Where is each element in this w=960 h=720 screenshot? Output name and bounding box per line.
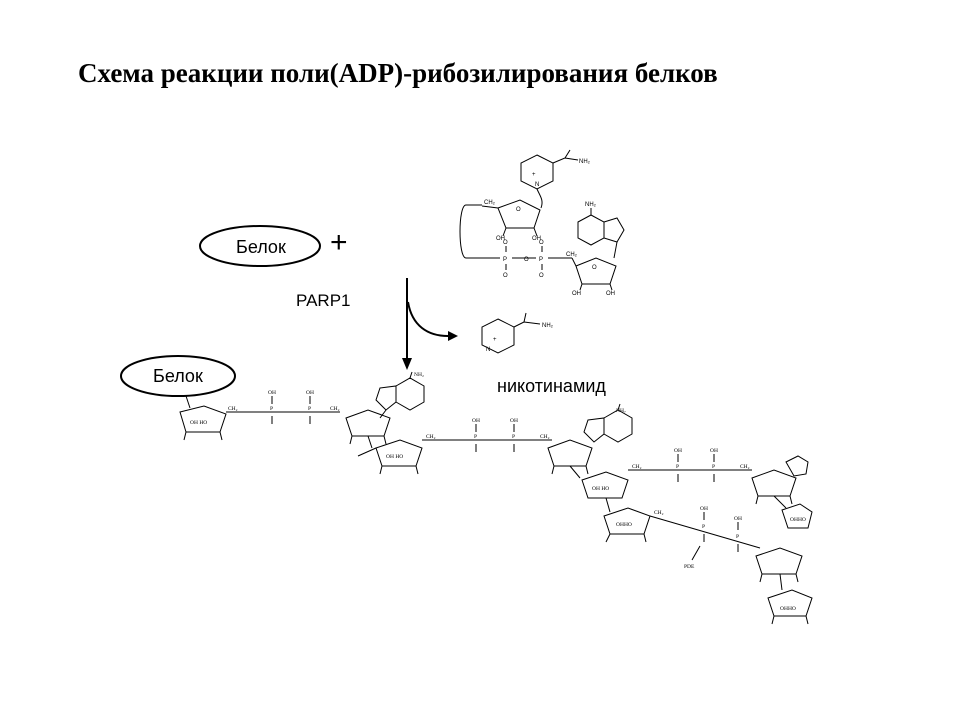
unit4-p-b: P <box>736 534 739 540</box>
unit1-ribose-a-ohho: OH HO <box>190 420 207 426</box>
unit1-p-b-oh: OH <box>306 390 314 396</box>
unit2-adenine-5ring <box>583 417 605 443</box>
nad-p2-o-bottom: O <box>539 273 544 279</box>
unit3-p-b: P <box>712 464 715 470</box>
nad-nh2-label: NH₂ <box>579 159 591 165</box>
protein-substrate: Белок <box>199 225 321 267</box>
unit5-ribose-b <box>767 589 813 617</box>
reaction-arrow: PARP1 <box>296 278 458 370</box>
protein-product-ellipse <box>120 355 236 397</box>
unit2-adenine-nh2: NH₇ <box>616 408 626 414</box>
slide-title: Схема реакции поли(ADP)-рибозилирования … <box>78 58 718 88</box>
unit3-ribose-c <box>781 503 813 529</box>
enzyme-label: PARP1 <box>296 291 351 310</box>
unit1-adenine-5ring <box>375 385 397 411</box>
nad-n-atom: N <box>535 182 539 188</box>
unit1-adenine-nh2: NH₂ <box>414 372 424 378</box>
nad-adenine-5ring <box>603 217 625 243</box>
unit1-ch2-b: CH₂ <box>330 406 340 412</box>
pde-label: PDE <box>684 564 695 570</box>
unit2-p-b: P <box>512 434 515 440</box>
nad-p-1: P <box>503 257 507 263</box>
unit3-ribose-b <box>751 469 797 497</box>
unit5-ribose-a <box>755 547 803 575</box>
nad-o-bridge: O <box>524 257 529 263</box>
unit1-adenine-6ring <box>395 377 425 411</box>
unit3-ribose-a <box>581 471 629 499</box>
unit1-p-a-oh: OH <box>268 390 276 396</box>
plus-sign: + <box>330 226 348 259</box>
nad-p-2: P <box>539 257 543 263</box>
unit1-ribose-a <box>179 405 227 433</box>
nad-ribose-2-o: O <box>592 265 597 271</box>
nad-ribose-2-oh-b: OH <box>606 291 615 297</box>
unit3-p-a: P <box>676 464 679 470</box>
unit3-adenine-5ring <box>785 455 809 477</box>
unit1-p-b: P <box>308 406 311 412</box>
unit3-p-a-oh: OH <box>674 448 682 454</box>
unit3-ribose-a-ohho: OH HO <box>592 486 609 492</box>
unit2-p-a: P <box>474 434 477 440</box>
unit2-ribose-a-ohho: OH HO <box>386 454 403 460</box>
unit1-p-a: P <box>270 406 273 412</box>
nad-ch2-2: CH₂ <box>566 252 578 258</box>
unit4-ribose-a-ohho: OHHO <box>616 522 632 528</box>
nad-p2-o-top: O <box>539 240 544 246</box>
unit3-ch2-a: CH₂ <box>632 464 642 470</box>
unit1-ch2-a: CH₂ <box>228 406 238 412</box>
protein-substrate-ellipse <box>199 225 321 267</box>
unit2-p-a-oh: OH <box>472 418 480 424</box>
nad-ribose-1-oh-b: OH <box>532 236 541 242</box>
unit5-ribose-b-ohho: OHHO <box>780 606 796 612</box>
unit4-p-a-oh: OH <box>700 506 708 512</box>
unit3-ribose-c-ohho: OHHO <box>790 517 806 523</box>
reaction-arrow-head <box>402 358 412 370</box>
par-chain: OH HO CH₂ P P CH₂ OH OH NH₂ OH HO CH₂ P … <box>179 371 813 625</box>
unit3-p-b-oh: OH <box>710 448 718 454</box>
nad-plus-sign: + <box>532 172 536 178</box>
unit2-ribose-b <box>547 439 593 467</box>
nad-ribose-1 <box>497 199 541 229</box>
unit2-p-b-oh: OH <box>510 418 518 424</box>
nad-p1-o-top: O <box>503 240 508 246</box>
nad-ribose-1-oh-a: OH <box>496 236 505 242</box>
unit4-ch2: CH₂ <box>654 510 664 516</box>
nad-molecule: + N NH₂ O OH OH CH₂ P O P O O O O CH₂ NH… <box>459 149 625 297</box>
nad-p1-o-bottom: O <box>503 273 508 279</box>
byproduct-curve-arrow <box>407 301 449 337</box>
unit2-ch2-a: CH₂ <box>426 434 436 440</box>
nicotinamide-label: никотинамид <box>497 376 606 396</box>
unit2-ribose-a <box>375 439 423 467</box>
unit1-ribose-b <box>345 409 391 437</box>
nad-adenine-6ring <box>577 214 605 246</box>
nicotinamide-molecule: + N NH₂ <box>481 312 554 354</box>
nad-ch2-1: CH₂ <box>484 200 496 206</box>
nad-ribose-1-o: O <box>516 207 521 213</box>
protein-product-label: Белок <box>153 366 203 386</box>
nad-ribose-2-oh-a: OH <box>572 291 581 297</box>
protein-substrate-label: Белок <box>236 237 286 257</box>
unit2-ch2-b: CH₂ <box>540 434 550 440</box>
unit4-p-a: P <box>702 524 705 530</box>
unit4-ribose-a <box>603 507 651 535</box>
unit4-p-b-oh: OH <box>734 516 742 522</box>
protein-product: Белок <box>120 355 236 409</box>
nicotinamide-plus: + <box>493 337 497 343</box>
nad-adenine-nh2: NH₂ <box>585 202 597 208</box>
unit2-adenine-6ring <box>603 409 633 443</box>
nicotinamide-nh2: NH₂ <box>542 323 554 329</box>
nad-ribose-2 <box>575 257 617 285</box>
unit3-ch2-b: CH₂ <box>740 464 750 470</box>
byproduct-arrow-head <box>448 331 458 341</box>
nicotinamide-n-atom: N <box>486 347 490 353</box>
